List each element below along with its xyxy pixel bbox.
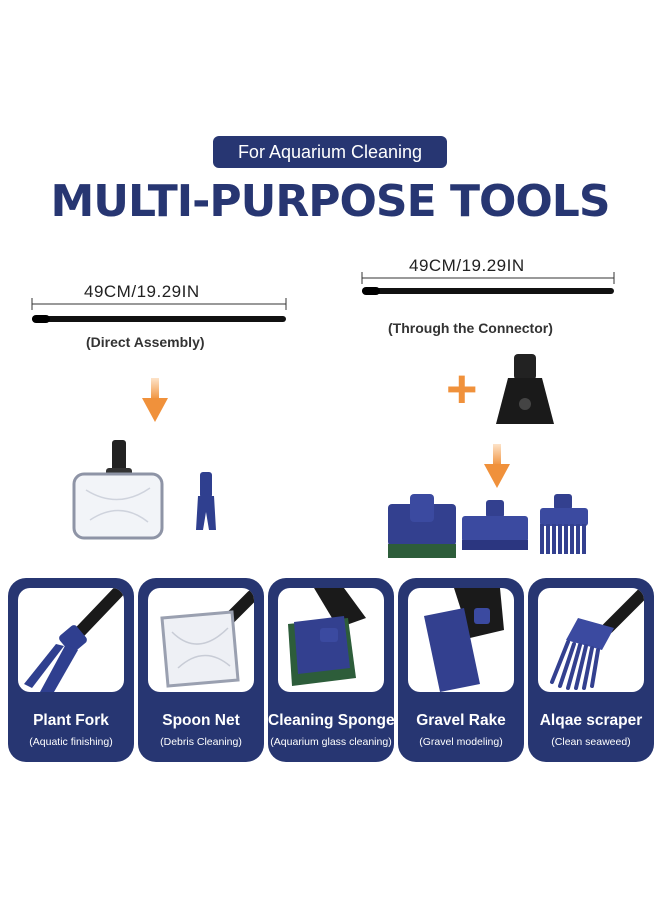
right-pole-illustration [361,272,615,295]
card-gravel-rake: Gravel Rake (Gravel modeling) [398,578,524,762]
card-subtitle: (Aquatic finishing) [29,736,113,748]
plus-icon: + [446,359,478,419]
card-subtitle: (Gravel modeling) [419,736,503,748]
card-algae-scraper: Alqae scraper (Clean seaweed) [528,578,654,762]
plant-fork-illustration [196,472,216,530]
card-cleaning-sponge: Cleaning Sponge (Aquarium glass cleaning… [268,578,394,762]
card-title: Gravel Rake [416,712,506,729]
algae-scraper-icon [538,588,644,692]
card-subtitle: (Debris Cleaning) [160,736,242,748]
right-pole-length: 49CM/19.29IN [409,256,525,275]
sponge-icon [278,588,384,692]
headline: MULTI-PURPOSE TOOLS [50,176,610,227]
arrow-down-icon [142,378,168,422]
card-subtitle: (Aquarium glass cleaning) [270,736,392,748]
card-title: Alqae scraper [539,712,643,729]
category-badge: For Aquarium Cleaning [213,136,447,168]
left-pole-length: 49CM/19.29IN [84,282,200,301]
plant-fork-icon [18,588,124,692]
left-pole-illustration [31,298,287,323]
sponge-attachment-illustration [388,494,456,558]
right-pole-caption: (Through the Connector) [388,320,553,336]
left-pole-caption: (Direct Assembly) [86,334,205,350]
algae-scraper-attachment-illustration [540,494,588,554]
card-title: Cleaning Sponge [268,712,394,729]
gravel-rake-icon [408,588,514,692]
card-spoon-net: Spoon Net (Debris Cleaning) [138,578,264,762]
connector-illustration [496,354,554,424]
card-subtitle: (Clean seaweed) [551,736,631,748]
spoon-net-illustration [72,440,164,540]
arrow-down-icon [484,444,510,488]
gravel-rake-attachment-illustration [462,500,528,550]
card-plant-fork: Plant Fork (Aquatic finishing) [8,578,134,762]
card-title: Spoon Net [162,712,240,729]
card-title: Plant Fork [33,712,109,729]
spoon-net-icon [148,588,254,692]
